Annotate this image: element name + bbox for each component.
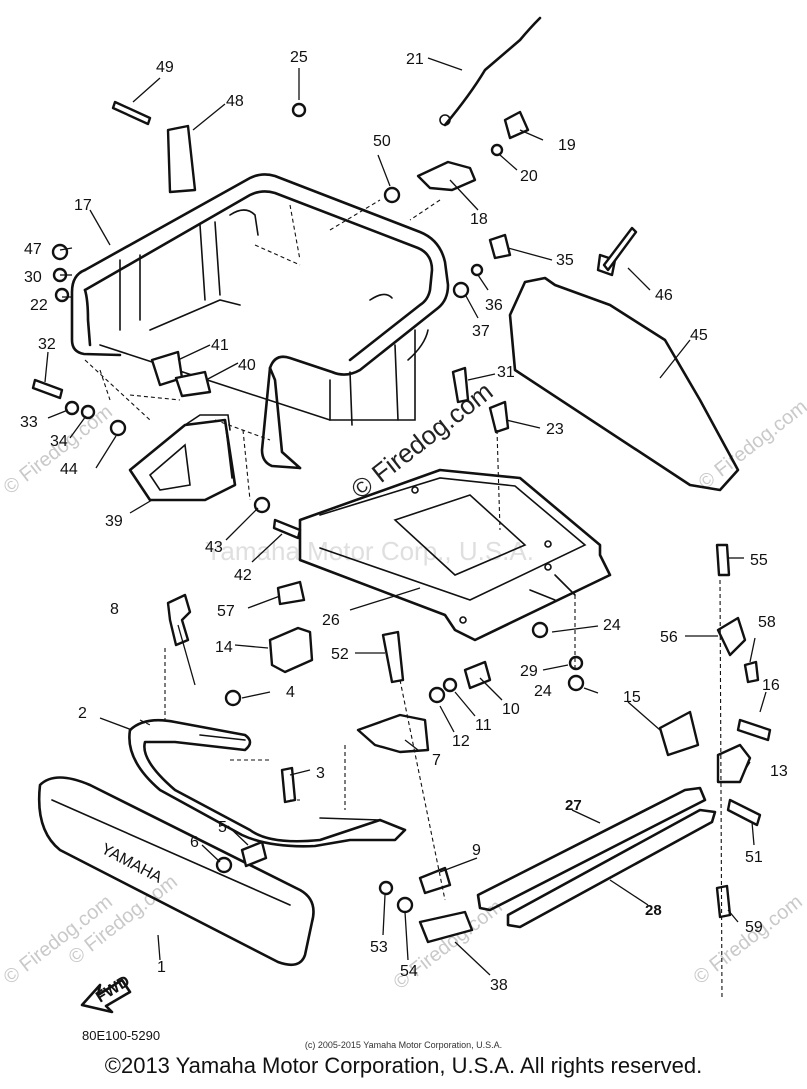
emboss-text: YAMAHA — [98, 841, 165, 887]
stay-8 — [166, 593, 192, 647]
part-label-13: 13 — [770, 763, 788, 780]
part-labels: 1 2 3 4 5 6 7 8 9 10 11 12 13 14 15 16 1… — [20, 49, 788, 994]
copyright-notice: ©2013 Yamaha Motor Corporation, U.S.A. A… — [104, 1053, 703, 1078]
part-label-29: 29 — [520, 663, 538, 680]
elbow-56 — [716, 616, 747, 657]
part-label-8: 8 — [110, 601, 119, 618]
part-label-51: 51 — [745, 849, 763, 866]
part-label-47: 47 — [24, 241, 42, 258]
forward-arrow: FWD — [80, 973, 133, 1014]
part-label-4: 4 — [286, 684, 295, 701]
small-copyright: (c) 2005-2015 Yamaha Motor Corporation, … — [304, 1040, 503, 1050]
watermark-right-top: © Firedog.com — [695, 396, 807, 494]
leader-lines — [44, 57, 767, 976]
part-label-46: 46 — [655, 287, 673, 304]
side-plate — [508, 276, 740, 492]
part-label-23: 23 — [546, 421, 564, 438]
part-label-50: 50 — [373, 133, 391, 150]
part-label-26: 26 — [322, 612, 340, 629]
part-label-25: 25 — [290, 49, 308, 66]
part-label-49: 49 — [156, 59, 174, 76]
clamp-14 — [268, 626, 314, 674]
part-label-38: 38 — [490, 977, 508, 994]
part-label-12: 12 — [452, 733, 470, 750]
part-label-54: 54 — [400, 963, 418, 980]
part-label-52: 52 — [331, 646, 349, 663]
part-label-14: 14 — [215, 639, 233, 656]
part-label-21: 21 — [406, 51, 424, 68]
part-label-45: 45 — [690, 327, 708, 344]
part-label-39: 39 — [105, 513, 123, 530]
part-label-6: 6 — [190, 834, 199, 851]
part-label-32: 32 — [38, 336, 56, 353]
part-label-3: 3 — [316, 765, 325, 782]
part-label-44: 44 — [60, 461, 78, 478]
part-label-40: 40 — [238, 357, 256, 374]
part-label-58: 58 — [758, 614, 776, 631]
bracket-48 — [166, 124, 197, 194]
watermark-faint: Yamaha Motor Corp., U.S.A. — [205, 536, 534, 566]
part-label-31: 31 — [497, 364, 515, 381]
part-label-37: 37 — [472, 323, 490, 340]
part-label-43: 43 — [205, 539, 223, 556]
part-label-2: 2 — [78, 705, 87, 722]
part-label-9: 9 — [472, 842, 481, 859]
bracket-7 — [356, 713, 430, 754]
cargo-basket-frame — [70, 173, 450, 470]
assembly-guides — [84, 199, 723, 1001]
side-bracket — [128, 414, 237, 502]
part-label-59: 59 — [745, 919, 763, 936]
part-label-22: 22 — [30, 297, 48, 314]
part-label-27: 27 — [565, 797, 582, 814]
part-label-24b: 24 — [534, 683, 552, 700]
part-label-24a: 24 — [603, 617, 621, 634]
rubber-strip-27 — [476, 786, 707, 912]
part-label-56: 56 — [660, 629, 678, 646]
part-label-53: 53 — [370, 939, 388, 956]
watermark-center: © Firedog.com — [345, 376, 498, 505]
bracket-40 — [174, 370, 212, 398]
part-label-11: 11 — [475, 717, 492, 734]
part-label-1: 1 — [157, 959, 166, 976]
bumper-cover: YAMAHA — [37, 776, 315, 967]
part-label-30: 30 — [24, 269, 42, 286]
pad-38 — [418, 910, 474, 944]
part-label-36: 36 — [485, 297, 503, 314]
part-label-34: 34 — [50, 433, 68, 450]
cable-21 — [443, 16, 542, 127]
part-label-16: 16 — [762, 677, 780, 694]
part-label-7: 7 — [432, 752, 441, 769]
end-cap-15 — [658, 710, 700, 757]
part-label-19: 19 — [558, 137, 576, 154]
diagram-code: 80E100-5290 — [82, 1028, 161, 1043]
part-label-20: 20 — [520, 168, 538, 185]
part-label-10: 10 — [502, 701, 520, 718]
bumper-bar — [128, 718, 407, 848]
part-label-15: 15 — [623, 689, 641, 706]
end-cap-13 — [716, 743, 752, 784]
part-label-42: 42 — [234, 567, 252, 584]
part-label-18: 18 — [470, 211, 488, 228]
part-label-55: 55 — [750, 552, 768, 569]
rubber-strip-28 — [506, 808, 717, 929]
part-label-57: 57 — [217, 603, 235, 620]
part-label-28: 28 — [645, 902, 662, 919]
part-label-48: 48 — [226, 93, 244, 110]
watermark-right-bottom: © Firedog.com — [690, 891, 807, 989]
bracket-18 — [416, 160, 477, 192]
basket-floor-plate — [298, 468, 612, 642]
part-label-33: 33 — [20, 414, 38, 431]
part-label-17: 17 — [74, 197, 92, 214]
part-label-41: 41 — [211, 337, 229, 354]
part-label-5: 5 — [218, 819, 227, 836]
part-label-35: 35 — [556, 252, 574, 269]
